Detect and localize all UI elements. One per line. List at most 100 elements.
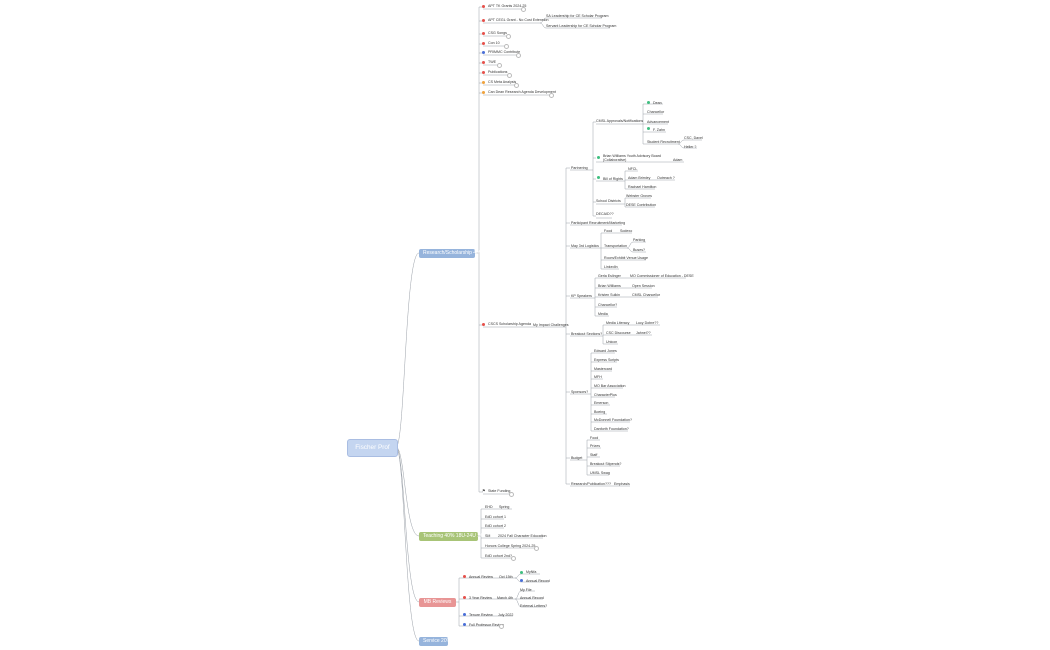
topic-sm[interactable]: SM [485,534,491,538]
topic-sponsor-item[interactable]: Mastercard [594,367,612,371]
topic-chancellor[interactable]: Chancellor [647,110,665,114]
topic-primmc[interactable]: PRIMMC Contribute [488,50,521,54]
topic-decaid[interactable]: DECAID?? [596,212,614,216]
topic-transportation[interactable]: Transportation [604,244,628,248]
topic-brian-williams-board[interactable]: Brian Williams Youth Advisory Board (Col… [603,154,669,162]
topic-sa-leadership[interactable]: SA Leadership for CE Scholar Program [546,14,609,18]
expand-toggle-icon[interactable] [549,93,554,98]
topic-emphasis[interactable]: Emphasis [614,482,630,486]
topic-adam[interactable]: Adam [673,158,683,162]
topic-budget-item[interactable]: UMSL Swag [590,471,610,475]
topic-sponsor-item[interactable]: McDonnell Foundation? [594,418,632,422]
topic-my-file[interactable]: My File [520,588,532,592]
topic-cs-meta-analysis[interactable]: CS Meta Analysis [488,80,517,84]
topic-budget-item[interactable]: Prizes [590,444,600,448]
expand-toggle-icon[interactable] [514,83,519,88]
topic-cmsl-chancellor[interactable]: CMSL Chancellor [632,293,661,297]
topic-budget[interactable]: Budget [571,456,583,460]
topic-budget-item[interactable]: Staff [590,453,598,457]
topic-edd-cohort-2nd[interactable]: EdD cohort 2nd? [485,554,512,558]
branch-teaching[interactable]: Teaching 40% 18U-24U SCHs [419,532,490,541]
topic-f-zahn[interactable]: F. Zahn [653,128,665,132]
topic-chancellor-speaker[interactable]: Chancellor? [598,303,618,307]
topic-sponsor-item[interactable]: Boeing [594,410,606,414]
topic-food[interactable]: Food [604,229,613,233]
topic-servant-leadership[interactable]: Servant Leadership for CE Scholar Progra… [546,24,617,28]
topic-school-districts[interactable]: School Districts [596,199,621,203]
topic-research-publication[interactable]: Research/Publication??? [571,482,611,486]
topic-breakout-sections[interactable]: Breakout Sections? [571,332,603,336]
topic-brian-williams[interactable]: Brian Williams [598,284,621,288]
topic-sodexo[interactable]: Sodexo [620,229,633,233]
expand-toggle-icon[interactable] [497,63,502,68]
topic-outreach[interactable]: Outreach ? [657,176,675,180]
expand-toggle-icon[interactable] [516,53,521,58]
topic-gerla-eslinger[interactable]: Gerla Eslinger [598,274,621,278]
expand-toggle-icon[interactable] [509,492,514,497]
topic-bill-of-rights[interactable]: Bill of Rights [603,177,623,181]
topic-budget-item[interactable]: Breakout Stipends? [590,462,622,466]
topic-csc-davel[interactable]: CSC, Davel [684,136,703,140]
topic-sponsor-item[interactable]: Edward Jones [594,349,617,353]
topic-annual-record-3yr[interactable]: Annual Record [520,596,544,600]
branch-mb-reviews[interactable]: MB Reviews [419,598,456,607]
topic-participant-recruitment[interactable]: Participant Recruitment/Marketing [571,221,626,225]
topic-my-impact[interactable]: My Impact Challenges [533,323,569,327]
topic-twe[interactable]: TWE [488,60,496,64]
topic-may-3rd-logistics[interactable]: May 3rd Logistics [571,244,599,248]
expand-toggle-icon[interactable] [506,34,511,39]
topic-full-professor-review[interactable]: Full Professor Review [469,623,504,627]
topic-sponsor-item[interactable]: CharacterPlus [594,393,617,397]
topic-nfcl[interactable]: NFCL [628,167,638,171]
topic-cscs-scholarship[interactable]: CSCS Scholarship Agenda [488,322,531,326]
branch-research[interactable]: Research/Scholarship 40% [419,249,483,258]
topic-cmsl-approvals[interactable]: CMSL Approvals/Notifications [596,119,644,123]
topic-sponsor-item[interactable]: MO Bar Association [594,384,626,388]
topic-external-letters[interactable]: External Letters? [520,604,548,608]
topic-budget-item[interactable]: Food [590,436,599,440]
topic-parking[interactable]: Parking [633,238,646,242]
topic-dean[interactable]: Dean [653,101,662,105]
topic-advancement[interactable]: Advancement [647,120,669,124]
topic-ehd[interactable]: EHD [485,505,493,509]
expand-toggle-icon[interactable] [507,73,512,78]
topic-sponsor-item[interactable]: Express Scripts [594,358,619,362]
topic-lucy-dobre[interactable]: Lucy Dobre?? [636,321,659,325]
branch-service[interactable]: Service 20% [419,637,451,646]
topic-mynfa[interactable]: MyNfa [526,570,537,574]
topic-honors-college[interactable]: Honors College Spring 2024-25 [485,544,536,548]
topic-state-funding[interactable]: State Funding [488,489,511,493]
topic-csc-discourse[interactable]: CSC Discourse [606,331,631,335]
expand-toggle-icon[interactable] [511,556,516,561]
topic-con-10[interactable]: Con 10 [488,41,500,45]
topic-sponsor-item[interactable]: MFH [594,375,602,379]
topic-sponsor-item[interactable]: Emerson [594,401,609,405]
topic-july-2022[interactable]: July 2022 [498,613,514,617]
root-topic[interactable]: Fischer Prof [347,439,398,457]
topic-mo-commissioner[interactable]: MO Commissioner of Education - DESE [630,274,694,278]
topic-unicon[interactable]: Unicon [606,340,618,344]
topic-rachael-hamilton[interactable]: Rachael Hamilton [628,185,657,189]
topic-spring[interactable]: Spring [499,505,510,509]
topic-linkedin[interactable]: LinkedIn [604,265,618,269]
topic-sponsors[interactable]: Sponsors? [571,390,589,394]
topic-webster-groves[interactable]: Webster Groves [626,194,652,198]
topic-sponsor-item[interactable]: Danforth Foundation? [594,427,629,431]
topic-heller[interactable]: Heller ? [684,145,697,149]
topic-annual-review[interactable]: Annual Review [469,575,493,579]
expand-toggle-icon[interactable] [521,7,526,12]
expand-toggle-icon[interactable] [534,546,539,551]
topic-edd-cohort-2[interactable]: EdD cohort 2 [485,524,506,528]
topic-fall-character-ed[interactable]: 2024 Fall Character Education [498,534,547,538]
topic-apt-tk-grants[interactable]: APT TK Grants 2024-25 [488,4,527,8]
expand-toggle-icon[interactable] [499,624,504,629]
topic-publications[interactable]: Publications [488,70,508,74]
topic-student-recruitment[interactable]: Student Recruitment [647,140,680,144]
topic-kp-speakers[interactable]: KP Speakers [571,294,592,298]
topic-tenure-review[interactable]: Tenure Review [469,613,493,617]
expand-toggle-icon[interactable] [504,44,509,49]
topic-apt-cegl-grant[interactable]: APT CEGL Grant - No Cost Extension [488,18,549,22]
topic-csg-songs[interactable]: CSG Songs [488,31,507,35]
topic-media[interactable]: Media [598,312,608,316]
topic-march-4[interactable]: March 4th [497,596,513,600]
